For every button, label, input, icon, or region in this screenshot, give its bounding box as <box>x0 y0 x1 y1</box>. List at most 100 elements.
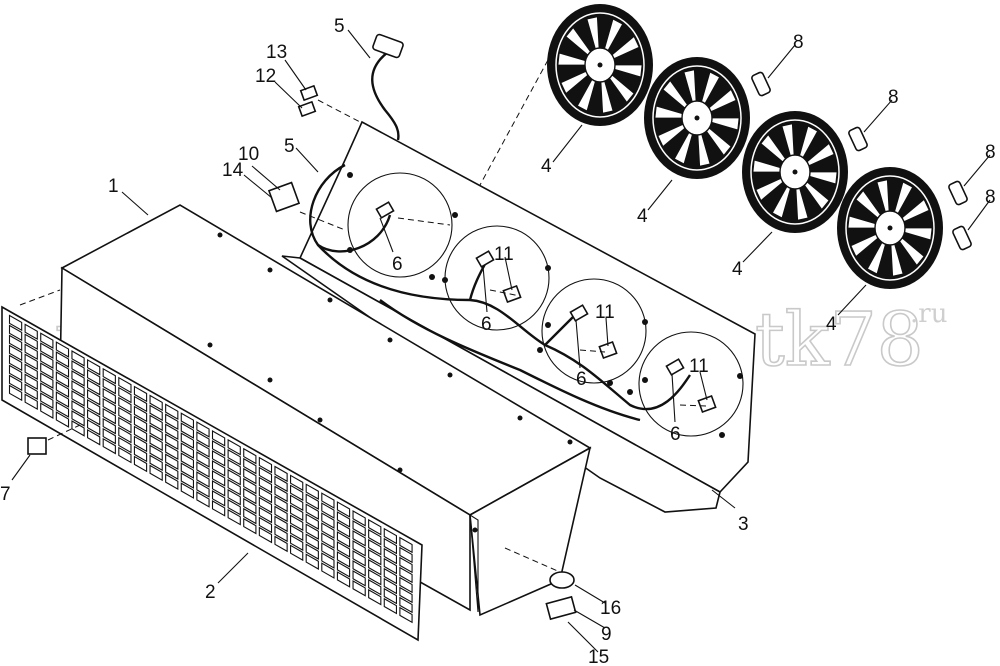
grille-cell <box>274 465 288 483</box>
clip-group <box>751 71 972 251</box>
grille-cell <box>55 361 70 378</box>
wiring-harness <box>309 33 691 422</box>
grille-cell <box>274 515 288 533</box>
callout-4: 4 <box>541 156 552 177</box>
grille-cell <box>211 470 226 487</box>
callout-10: 10 <box>238 144 259 165</box>
harness-connector <box>372 33 404 59</box>
grille-cell <box>227 488 241 506</box>
grille-cell <box>180 452 194 469</box>
grille-cell <box>196 451 210 468</box>
watermark-suffix: .ru <box>910 299 947 329</box>
grille-cell <box>352 570 366 587</box>
grille-cell <box>305 493 319 510</box>
grille-cell <box>368 528 382 546</box>
grille-cell <box>8 334 23 352</box>
grille-cell <box>368 588 382 606</box>
grille-cell <box>149 404 163 422</box>
watermark-text: tk78 <box>755 297 924 383</box>
grille-cell <box>243 497 257 515</box>
grille-cell <box>24 383 38 401</box>
callout-2: 2 <box>205 582 216 603</box>
grille-cell <box>71 420 85 437</box>
housing-side-edge <box>469 513 479 613</box>
callout-16: 16 <box>600 598 621 619</box>
harness-main <box>317 244 691 411</box>
wire-plug <box>665 358 685 376</box>
grille-cell <box>71 400 85 417</box>
grille-cell <box>149 424 163 442</box>
fan-clip <box>848 126 868 152</box>
grille-cell <box>243 477 257 495</box>
grille-cell <box>227 478 241 496</box>
grille-cell <box>8 324 23 342</box>
grille-cell <box>243 457 257 475</box>
callout-4: 4 <box>732 259 743 280</box>
grille-cell <box>55 341 70 358</box>
grille-cell <box>165 423 179 441</box>
grille-cell <box>196 481 210 498</box>
fan-cutout-4 <box>638 331 744 437</box>
grille-cell <box>290 494 304 512</box>
grille-cell <box>336 571 351 588</box>
callout-6: 6 <box>576 369 587 390</box>
grille-cell <box>8 344 23 362</box>
decal-group <box>27 84 717 621</box>
grille-cell <box>305 483 319 500</box>
grille-cell <box>336 511 351 528</box>
grille-cell <box>87 398 101 416</box>
grille-cell <box>399 536 413 554</box>
grille-cell <box>8 384 23 402</box>
grille-cell <box>368 538 382 556</box>
grille-cell <box>274 475 288 493</box>
callout-8: 8 <box>793 32 804 53</box>
grille-cell <box>321 552 335 569</box>
grille-cell <box>87 368 101 386</box>
decal-11 <box>598 340 618 360</box>
callout-1: 1 <box>108 176 119 197</box>
grille-cell <box>305 513 319 530</box>
callout-13: 13 <box>266 42 287 63</box>
grille-cell <box>243 467 257 485</box>
grille-cell <box>118 406 132 424</box>
decal-10-14 <box>267 181 301 213</box>
callout-4: 4 <box>826 314 837 335</box>
grille-cell <box>102 397 116 415</box>
callout-6: 6 <box>670 424 681 445</box>
grille-cell <box>196 421 210 438</box>
grille-cell <box>133 425 148 443</box>
decal-13 <box>299 84 319 102</box>
grille-cell <box>383 527 397 545</box>
grille-cell <box>274 505 288 523</box>
grille-cells <box>8 314 413 624</box>
grille-cell <box>40 362 54 379</box>
grille-cell <box>383 597 397 615</box>
grille-cell <box>258 466 273 484</box>
fan-clip <box>952 225 972 251</box>
plate-holes <box>347 172 743 438</box>
grille-cell <box>71 350 85 367</box>
grille-cell <box>211 430 226 447</box>
plate-flange <box>281 255 721 513</box>
callout-7: 7 <box>0 484 11 505</box>
grille-cell <box>55 391 70 408</box>
grille-cell <box>180 442 194 459</box>
grille-cell <box>305 533 319 550</box>
callout-5: 5 <box>284 136 295 157</box>
grille-cell <box>165 443 179 461</box>
grille-cell <box>40 342 54 359</box>
grille-cell <box>368 578 382 596</box>
grille-cell <box>165 413 179 431</box>
grille-cell <box>196 491 210 508</box>
grille-cell <box>24 373 38 391</box>
grille-cell <box>227 458 241 476</box>
grille-cell <box>368 558 382 576</box>
grille-cell <box>102 417 116 435</box>
harness-lead <box>371 51 400 141</box>
grille-cell <box>274 495 288 513</box>
grille-cell <box>290 484 304 502</box>
grille-cell <box>321 502 335 519</box>
leader-lines <box>11 29 991 653</box>
